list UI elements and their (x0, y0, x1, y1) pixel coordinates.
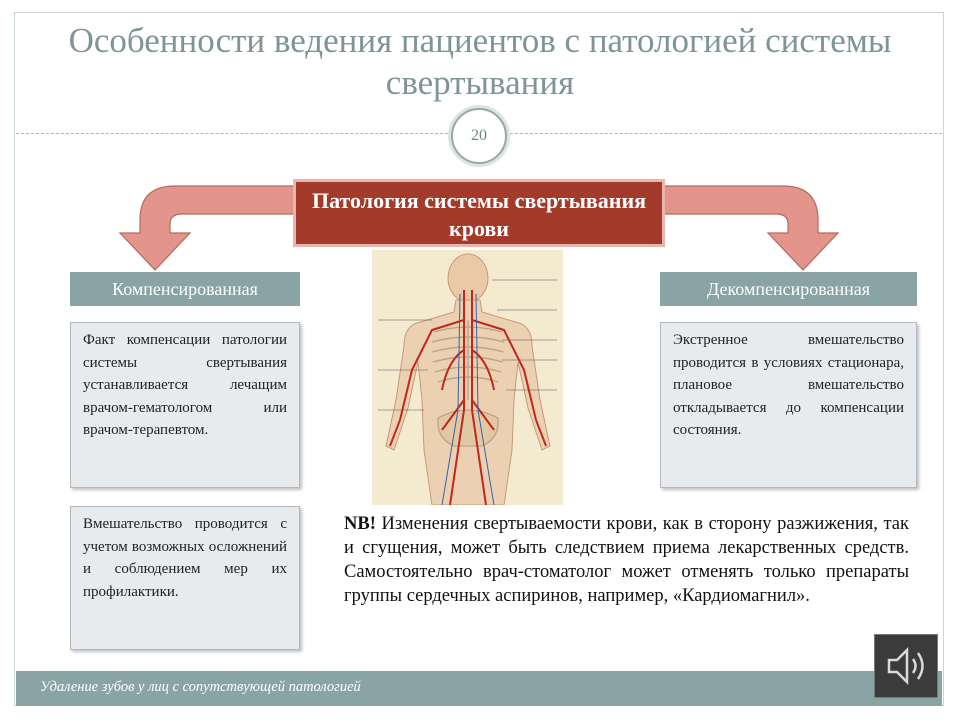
speaker-icon[interactable] (874, 634, 938, 698)
speaker-glyph (887, 646, 924, 686)
compensated-label: Компенсированная (70, 272, 300, 306)
compensation-fact-card: Факт компенсации патологии системы сверт… (70, 322, 300, 488)
page-number-badge: 20 (451, 108, 507, 164)
nb-text: Изменения свертываемости крови, как в ст… (344, 514, 909, 606)
intervention-card: Вмешательство проводится с учетом возмож… (70, 506, 300, 650)
footer-text: Удаление зубов у лиц с сопутствующей пат… (40, 679, 361, 695)
decompensated-label: Декомпенсированная (660, 272, 917, 306)
pathology-heading-box: Патология системы свертывания крови (293, 179, 665, 247)
footer-bar: Удаление зубов у лиц с сопутствующей пат… (16, 671, 942, 706)
right-arrow (662, 185, 840, 271)
slide-title: Особенности ведения пациентов с патологи… (68, 21, 892, 102)
circulatory-system-illustration (372, 250, 563, 505)
left-arrow (118, 185, 296, 271)
anatomy-drawing (372, 250, 563, 505)
nb-prefix: NB! (344, 514, 376, 534)
emergency-intervention-card: Экстренное вмешательство проводится в ус… (660, 322, 917, 488)
nb-note: NB! Изменения свертываемости крови, как … (344, 512, 909, 608)
